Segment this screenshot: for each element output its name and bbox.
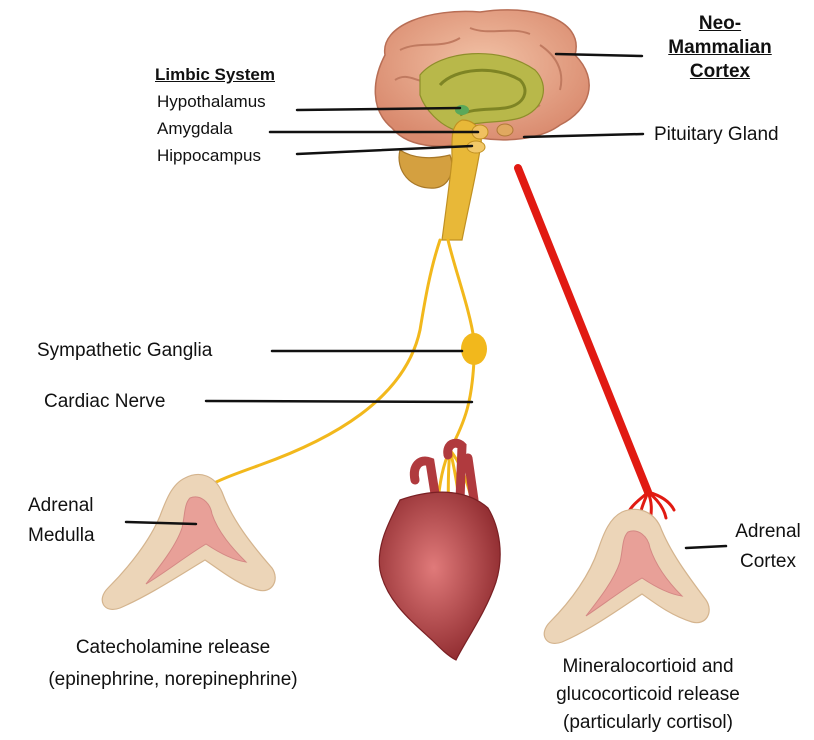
hpa-axis-line [518,168,648,492]
leader-adrenal-cortex [686,546,726,548]
adrenal-medulla-line2: Medulla [28,524,95,548]
pituitary-gland-label: Pituitary Gland [654,123,779,147]
adrenal-cortex-label: Adrenal Cortex [728,520,808,574]
neo-line1: Neo- [650,12,790,36]
nerve-to-adrenal-medulla [205,240,440,488]
adrenal-cortex-line1: Adrenal [728,520,808,544]
neo-line3: Cortex [650,60,790,84]
pituitary-mark [497,124,513,136]
hypothalamus-mark [455,105,469,115]
adrenal-medulla-label: Adrenal Medulla [28,494,95,548]
limbic-system-heading: Limbic System [155,64,275,86]
leader-cardiac-nerve [206,401,472,402]
mineralo-line3: (particularly cortisol) [520,711,776,735]
adrenal-gland-right [544,509,709,643]
amygdala-label: Amygdala [157,118,233,140]
brain [375,10,589,240]
sympathetic-ganglia-label: Sympathetic Ganglia [37,339,212,363]
hormone-pathway [518,168,674,522]
adrenal-medulla-line1: Adrenal [28,494,95,518]
nerve-to-ganglia [448,240,474,340]
leader-hippocampus [297,146,472,154]
sympathetic-ganglion [461,333,487,365]
heart-vessels [414,443,474,500]
adrenal-cortex-line2: Cortex [728,550,808,574]
heart [379,443,500,660]
mineralocorticoid-release-caption: Mineralocortioid and glucocorticoid rele… [520,655,776,735]
neo-line2: Mammalian [650,36,790,60]
adrenal-gland-left [102,474,275,609]
cerebellum [399,150,452,188]
mineralo-line1: Mineralocortioid and [520,655,776,679]
heart-body [379,492,500,660]
cardiac-nerve [450,360,474,450]
catecholamine-line2: (epinephrine, norepinephrine) [0,668,346,692]
catecholamine-line1: Catecholamine release [0,636,346,660]
mineralo-line2: glucocorticoid release [520,683,776,707]
hippocampus-label: Hippocampus [157,145,261,167]
cardiac-nerve-label: Cardiac Nerve [44,390,165,414]
neo-mammalian-cortex-label: Neo- Mammalian Cortex [650,12,790,84]
hypothalamus-label: Hypothalamus [157,91,266,113]
catecholamine-release-caption: Catecholamine release (epinephrine, nore… [0,636,346,692]
